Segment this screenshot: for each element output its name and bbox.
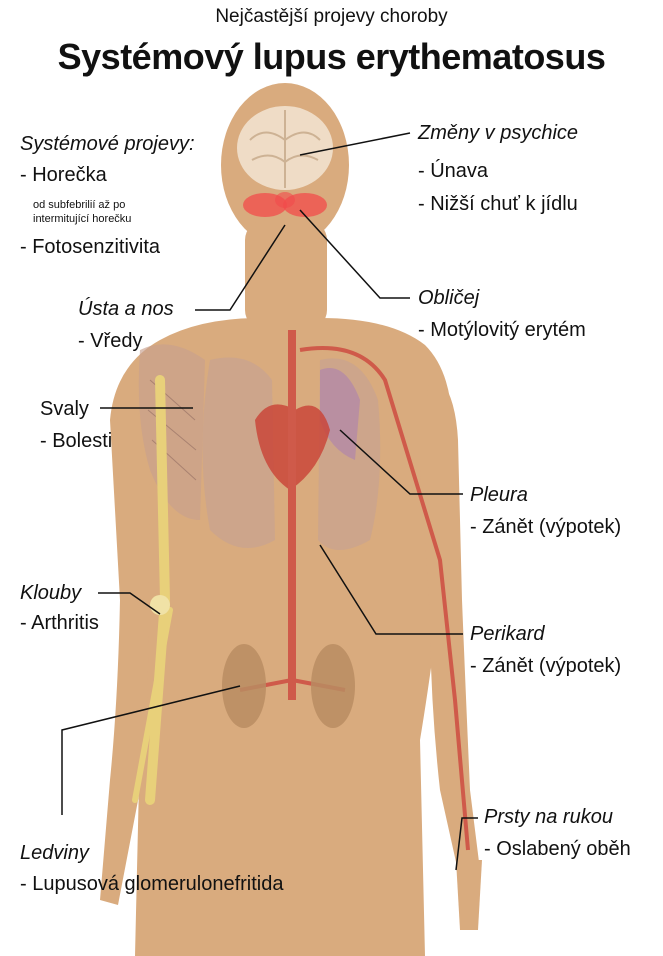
label-fever-note-2: intermitující horečku [33, 212, 131, 226]
label-arthritis: - Arthritis [20, 612, 99, 635]
label-ulcers: - Vředy [78, 330, 142, 353]
label-appetite: - Nižší chuť k jídlu [418, 193, 578, 216]
label-muscles-heading: Svaly [40, 398, 89, 421]
label-joints-heading: Klouby [20, 582, 81, 605]
label-fever: - Horečka [20, 164, 107, 187]
page-title: Systémový lupus erythematosus [0, 36, 663, 78]
label-pleura-inflammation: - Zánět (výpotek) [470, 516, 621, 539]
label-pleura-heading: Pleura [470, 484, 528, 507]
label-photosensitivity: - Fotosenzitivita [20, 236, 160, 259]
label-fingers-heading: Prsty na rukou [484, 806, 613, 829]
label-pericardium-inflammation: - Zánět (výpotek) [470, 655, 621, 678]
label-circulation: - Oslabený oběh [484, 838, 631, 861]
label-fever-note-1: od subfebrilií až po [33, 198, 125, 212]
label-psyche-heading: Změny v psychice [418, 122, 578, 145]
brain [237, 106, 333, 190]
label-face-heading: Obličej [418, 287, 479, 310]
label-mouth-nose-heading: Ústa a nos [78, 298, 174, 321]
page-subtitle: Nejčastější projevy choroby [0, 6, 663, 28]
label-muscle-pain: - Bolesti [40, 430, 112, 453]
label-pericardium-heading: Perikard [470, 623, 544, 646]
label-fatigue: - Únava [418, 160, 488, 183]
label-kidneys-heading: Ledviny [20, 842, 89, 865]
label-systemic-heading: Systémové projevy: [20, 133, 195, 156]
label-rash: - Motýlovitý erytém [418, 319, 586, 342]
label-nephritis: - Lupusová glomerulonefritida [20, 873, 284, 896]
